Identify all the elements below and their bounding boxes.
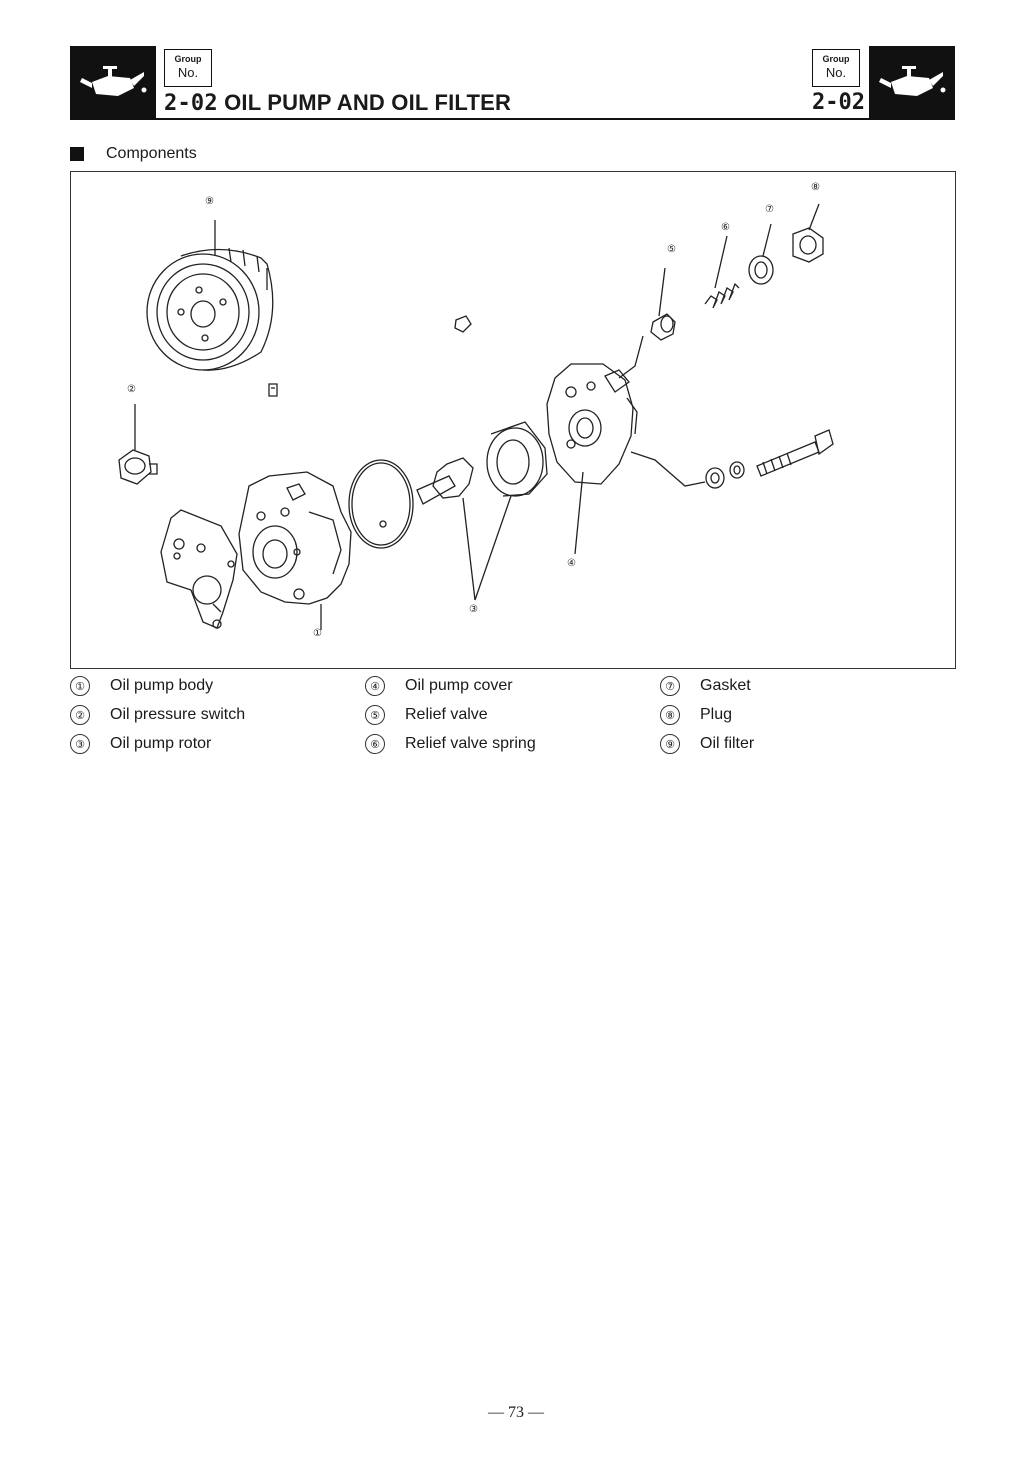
relief-valve-spring-drawing — [705, 236, 739, 308]
callout-3: ③ — [469, 604, 478, 615]
part-label: Relief valve — [405, 706, 488, 724]
part-label: Plug — [700, 706, 732, 724]
callout-6: ⑥ — [721, 222, 730, 233]
subsection-heading: Components — [70, 145, 197, 163]
relief-valve-drawing — [619, 268, 675, 378]
section-heading: 2-02 OIL PUMP AND OIL FILTER — [164, 90, 511, 116]
part-label: Oil pump cover — [405, 677, 513, 695]
pump-gasket-drawing — [161, 510, 237, 628]
plug-drawing — [793, 204, 823, 262]
list-item: ⑧ Plug — [660, 705, 732, 725]
oil-can-icon — [78, 56, 148, 108]
gasket-ring-drawing — [749, 224, 773, 284]
subsection-title: Components — [106, 145, 197, 163]
callout-7: ⑦ — [765, 204, 774, 215]
oil-can-icon-right — [869, 46, 955, 118]
oil-pressure-switch-drawing — [119, 404, 157, 484]
part-label: Relief valve spring — [405, 735, 536, 753]
no-label-right: No. — [813, 65, 859, 80]
section-code: 2-02 — [164, 91, 218, 116]
part-number: ⑤ — [365, 705, 385, 725]
list-item: ⑨ Oil filter — [660, 734, 754, 754]
group-label: Group — [165, 53, 211, 65]
o-ring-drawing — [349, 460, 413, 548]
list-item: ④ Oil pump cover — [365, 676, 513, 696]
part-number: ⑨ — [660, 734, 680, 754]
part-number: ② — [70, 705, 90, 725]
part-number: ④ — [365, 676, 385, 696]
oil-pump-rotor-drawing — [417, 422, 547, 600]
callout-9: ⑨ — [205, 196, 214, 207]
callout-2: ② — [127, 384, 136, 395]
list-item: ⑦ Gasket — [660, 676, 751, 696]
part-number: ⑥ — [365, 734, 385, 754]
part-number: ⑦ — [660, 676, 680, 696]
oil-can-icon-left — [70, 46, 156, 118]
part-number: ① — [70, 676, 90, 696]
small-fitting-drawing — [269, 384, 277, 396]
list-item: ① Oil pump body — [70, 676, 213, 696]
page-number: — 73 — — [0, 1404, 1032, 1422]
no-label: No. — [165, 65, 211, 80]
oil-filter-drawing — [147, 220, 273, 370]
list-item: ② Oil pressure switch — [70, 705, 245, 725]
list-item: ③ Oil pump rotor — [70, 734, 211, 754]
part-label: Oil pump body — [110, 677, 213, 695]
list-item: ⑥ Relief valve spring — [365, 734, 536, 754]
bullet-square — [70, 147, 84, 161]
callout-5: ⑤ — [667, 244, 676, 255]
part-label: Oil filter — [700, 735, 754, 753]
oil-can-icon — [877, 56, 947, 108]
components-diagram: ⑨ ② ① ③ ④ ⑤ ⑥ ⑦ ⑧ — [70, 171, 956, 669]
group-no-box-left: Group No. — [164, 49, 212, 87]
oil-pump-cover-drawing — [547, 364, 637, 554]
section-title: OIL PUMP AND OIL FILTER — [224, 90, 511, 115]
header-rule — [70, 118, 955, 120]
part-number: ⑧ — [660, 705, 680, 725]
part-number: ③ — [70, 734, 90, 754]
part-label: Oil pump rotor — [110, 735, 211, 753]
list-item: ⑤ Relief valve — [365, 705, 488, 725]
group-label-right: Group — [813, 53, 859, 65]
callout-1: ① — [313, 628, 322, 639]
small-plug-drawing — [455, 316, 471, 332]
oil-pump-body-drawing — [239, 472, 351, 630]
section-code-right: 2-02 — [812, 90, 865, 115]
exploded-view-drawing — [71, 172, 955, 668]
group-no-box-right: Group No. — [812, 49, 860, 87]
part-label: Oil pressure switch — [110, 706, 245, 724]
bolt-washers-drawing — [631, 430, 833, 488]
callout-8: ⑧ — [811, 182, 820, 193]
callout-4: ④ — [567, 558, 576, 569]
part-label: Gasket — [700, 677, 751, 695]
